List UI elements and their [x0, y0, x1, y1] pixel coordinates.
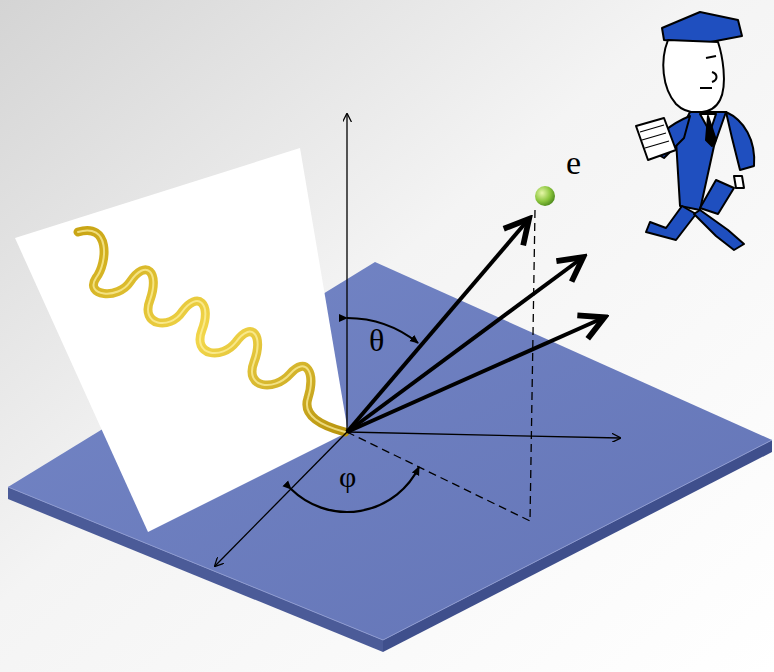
electron-direction — [347, 318, 603, 432]
observer-cartoon — [636, 12, 754, 250]
projection-line — [530, 210, 535, 521]
electron-label: e — [566, 146, 581, 180]
z-axis — [346, 114, 347, 432]
photon-wave — [78, 230, 345, 432]
electron — [535, 186, 555, 206]
photon-backdrop — [15, 148, 348, 532]
sample-edge — [8, 487, 383, 652]
sample-edge — [383, 440, 772, 652]
azimuth-angle-label: φ — [339, 462, 356, 492]
y-axis — [347, 432, 620, 438]
electron-direction — [347, 220, 528, 432]
x-axis — [215, 432, 347, 566]
polar-angle-label: θ — [369, 324, 384, 356]
photon-wave-highlight — [78, 230, 345, 432]
